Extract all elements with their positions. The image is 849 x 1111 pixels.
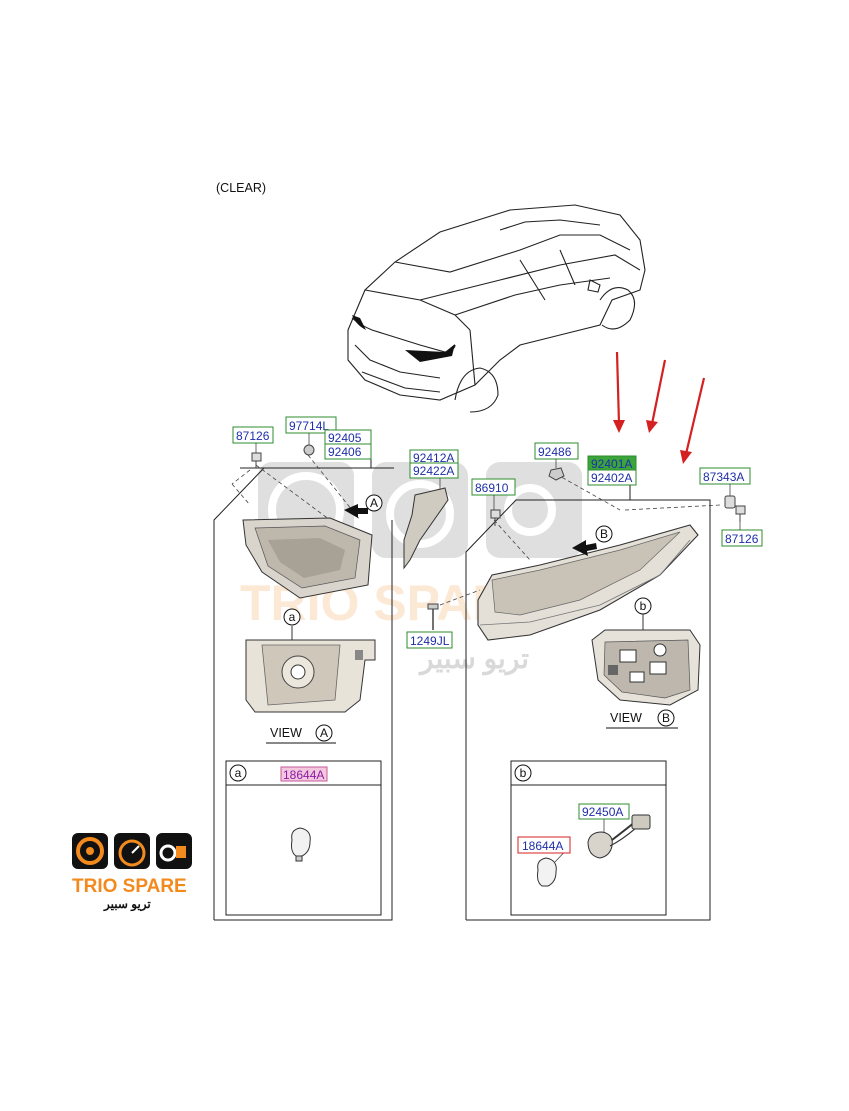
svg-text:92402A: 92402A: [591, 471, 632, 485]
bulb-a-icon: [291, 827, 311, 862]
view-a-illustration: a: [245, 608, 376, 713]
frame-left: [213, 458, 394, 921]
view-b-sub-marker-text: b: [640, 599, 647, 613]
view-marker-b: [595, 525, 613, 543]
view-a-label-marker-text: A: [320, 726, 328, 740]
callout-87126-left[interactable]: 87126: [232, 426, 274, 444]
car-tail-lamp-right-icon: [405, 344, 455, 362]
view-marker-a: [365, 494, 383, 512]
callout-92422A[interactable]: 92422A: [409, 462, 459, 479]
svg-text:92486: 92486: [538, 445, 572, 459]
svg-text:92422A: 92422A: [413, 464, 454, 478]
view-b-label: VIEW: [610, 711, 642, 725]
bolt-1249JL-icon: [427, 603, 439, 630]
frame-right: [465, 484, 711, 921]
callout-86910[interactable]: 86910: [471, 478, 516, 496]
detail-box-a-marker: [229, 764, 247, 782]
svg-text:86910: 86910: [475, 481, 509, 495]
svg-text:87126: 87126: [236, 429, 270, 443]
callout-92405[interactable]: 92405: [324, 429, 372, 446]
svg-text:18644A: 18644A: [283, 768, 324, 782]
callout-18644A-b[interactable]: 18644A: [517, 836, 571, 854]
callout-92401A[interactable]: 92401A: [587, 455, 637, 471]
logo-brand-text: TRIO SPARE: [72, 876, 187, 897]
view-arrow-b-icon: [572, 540, 597, 556]
leader-lines-left: [231, 454, 361, 521]
inner-lamp-left-icon: [242, 517, 373, 599]
callout-18644A-a[interactable]: 18644A: [280, 766, 328, 782]
svg-text:97714L: 97714L: [289, 419, 329, 433]
bulb-b-icon: [537, 857, 557, 887]
svg-text:92406: 92406: [328, 445, 362, 459]
indicator-arrows: [613, 351, 706, 464]
svg-text:87126: 87126: [725, 532, 759, 546]
callout-87343A[interactable]: 87343A: [699, 467, 751, 485]
detail-box-a: [225, 760, 382, 916]
view-arrow-a-icon: [344, 504, 368, 518]
view-b-illustration: b: [591, 597, 701, 706]
outer-lamp-right-icon: [477, 524, 699, 641]
callout-97714L[interactable]: 97714L: [285, 416, 337, 434]
callout-92450A[interactable]: 92450A: [578, 803, 630, 820]
car-illustration: [347, 204, 646, 413]
view-a-label-marker: [315, 724, 333, 742]
svg-text:92412A: 92412A: [413, 451, 454, 465]
view-marker-b-text: B: [600, 527, 608, 541]
clip-86910-icon: [490, 509, 501, 526]
nut-97714L-icon: [303, 444, 315, 456]
car-tail-lamp-left-icon: [352, 315, 366, 330]
nut-92486-icon: [548, 467, 565, 481]
variant-note: (CLEAR): [216, 181, 266, 195]
view-a-label: VIEW: [270, 726, 302, 740]
grommet-87343A-icon: [724, 495, 736, 509]
clip-87126-left-icon: [251, 452, 262, 468]
svg-text:18644A: 18644A: [522, 839, 563, 853]
logo-arabic-text: تريو سبير: [103, 897, 151, 912]
detail-box-a-marker-text: a: [235, 766, 242, 780]
callout-92402A[interactable]: 92402A: [587, 469, 637, 486]
detail-box-b-marker: [514, 764, 532, 782]
svg-text:92450A: 92450A: [582, 805, 623, 819]
svg-text:92401A: 92401A: [591, 457, 632, 471]
leader-lines-right: [439, 473, 721, 606]
svg-text:1249JL: 1249JL: [410, 634, 450, 648]
callout-87126-right[interactable]: 87126: [721, 529, 763, 547]
view-b-label-marker: [657, 709, 675, 727]
svg-text:92405: 92405: [328, 431, 362, 445]
callout-92406[interactable]: 92406: [324, 443, 372, 460]
view-marker-a-text: A: [370, 496, 378, 510]
socket-wiring-92450A-icon: [587, 814, 651, 859]
callout-92486[interactable]: 92486: [534, 442, 579, 460]
detail-box-b-marker-text: b: [520, 766, 527, 780]
view-b-label-marker-text: B: [662, 711, 670, 725]
clip-87126-right-icon: [735, 505, 746, 522]
svg-text:87343A: 87343A: [703, 470, 744, 484]
view-a-sub-marker-text: a: [289, 610, 296, 624]
bracket-92412A-icon: [403, 487, 449, 570]
detail-box-b: [510, 760, 667, 916]
trio-spare-logo: TRIO SPARE تريو سبير: [72, 833, 192, 912]
callout-1249JL[interactable]: 1249JL: [406, 631, 453, 649]
callout-92412A[interactable]: 92412A: [409, 449, 459, 466]
